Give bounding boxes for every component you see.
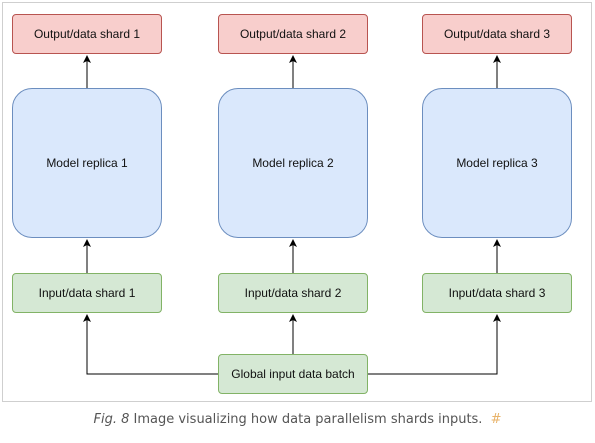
model-replica-1-box: Model replica 1 bbox=[12, 88, 162, 238]
global-input-batch-box: Global input data batch bbox=[218, 354, 368, 394]
input-shard-1-box: Input/data shard 1 bbox=[12, 273, 162, 313]
output-shard-3-label: Output/data shard 3 bbox=[443, 27, 551, 41]
input-shard-1-label: Input/data shard 1 bbox=[38, 286, 136, 300]
model-replica-2-box: Model replica 2 bbox=[218, 88, 368, 238]
input-shard-2-label: Input/data shard 2 bbox=[244, 286, 342, 300]
caption-text: Image visualizing how data parallelism s… bbox=[133, 412, 483, 427]
output-shard-1-box: Output/data shard 1 bbox=[12, 14, 162, 54]
model-replica-2-label: Model replica 2 bbox=[252, 156, 334, 170]
output-shard-3-box: Output/data shard 3 bbox=[422, 14, 572, 54]
caption-anchor-link[interactable]: # bbox=[490, 412, 502, 427]
output-shard-2-label: Output/data shard 2 bbox=[239, 27, 347, 41]
figure-caption: Fig. 8 Image visualizing how data parall… bbox=[0, 412, 595, 427]
model-replica-3-box: Model replica 3 bbox=[422, 88, 572, 238]
output-shard-1-label: Output/data shard 1 bbox=[33, 27, 141, 41]
input-shard-2-box: Input/data shard 2 bbox=[218, 273, 368, 313]
output-shard-2-box: Output/data shard 2 bbox=[218, 14, 368, 54]
model-replica-1-label: Model replica 1 bbox=[46, 156, 128, 170]
input-shard-3-label: Input/data shard 3 bbox=[448, 286, 546, 300]
input-shard-3-box: Input/data shard 3 bbox=[422, 273, 572, 313]
global-input-batch-label: Global input data batch bbox=[231, 367, 355, 381]
model-replica-3-label: Model replica 3 bbox=[456, 156, 538, 170]
figure-number: Fig. 8 bbox=[93, 412, 130, 427]
